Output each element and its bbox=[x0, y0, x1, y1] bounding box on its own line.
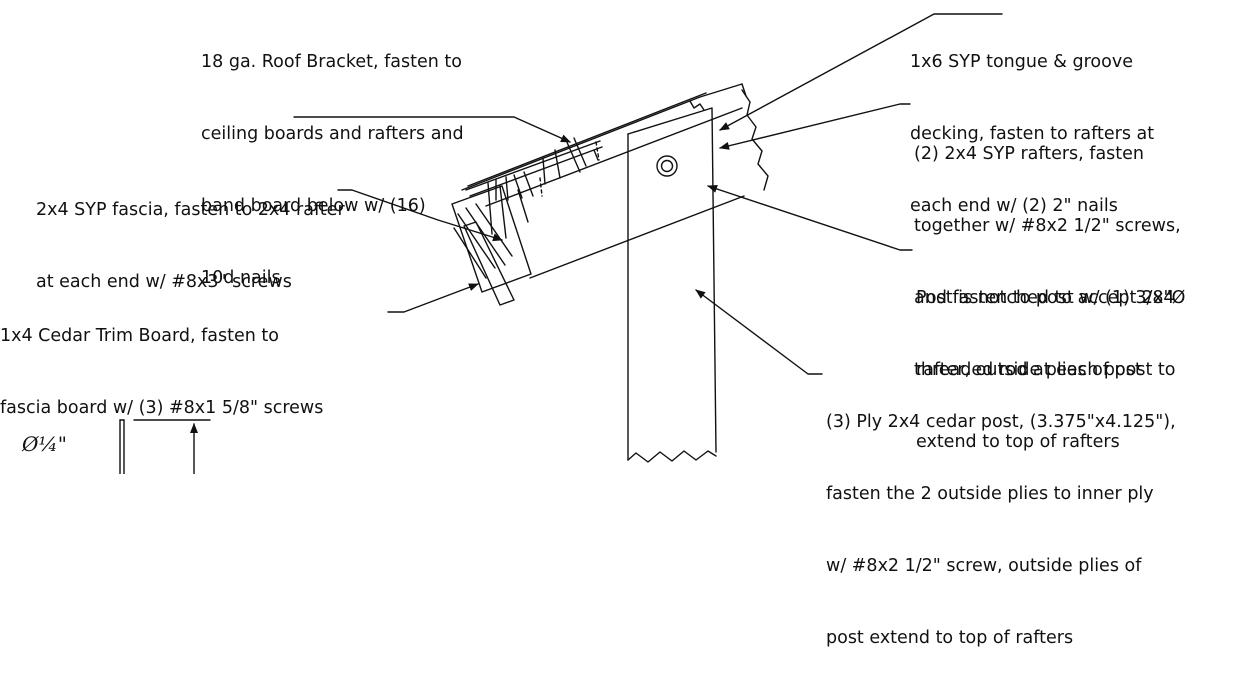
threaded-rod-bolt bbox=[656, 155, 678, 177]
note-line: at each end w/ #8x3" screws bbox=[36, 272, 292, 292]
note-line: threaded rod at each post bbox=[914, 360, 1142, 380]
leader-fascia bbox=[337, 189, 503, 242]
note-line: 10d nails bbox=[201, 268, 281, 288]
note-line: band board below w/ (16) bbox=[201, 196, 426, 216]
fascia-board bbox=[451, 185, 532, 293]
note-line: together w/ #8x2 1/2" screws, bbox=[914, 216, 1181, 236]
roof-post-detail-linework bbox=[119, 13, 1003, 474]
leader-decking bbox=[719, 13, 1003, 131]
rafters-note: (2) 2x4 SYP rafters, fasten together w/ … bbox=[914, 94, 1185, 430]
note-line: 18 ga. Roof Bracket, fasten to bbox=[201, 52, 462, 72]
leader-post-notch bbox=[707, 185, 913, 251]
note-line: (3) Ply 2x4 cedar post, (3.375"x4.125"), bbox=[826, 412, 1176, 432]
post-notch-note: Post is notched to accept 2x4 rafter, ou… bbox=[916, 238, 1175, 502]
note-line: 2x4 SYP fascia, fasten to 2x4 rafter bbox=[36, 200, 345, 220]
note-line: decking, fasten to rafters at bbox=[910, 124, 1155, 144]
note-line: (2) 2x4 SYP rafters, fasten bbox=[914, 144, 1145, 164]
leader-trim-board bbox=[387, 283, 479, 313]
pilot-hole-detail bbox=[119, 419, 211, 474]
leader-cedar-post bbox=[695, 289, 823, 375]
cedar-post bbox=[627, 107, 717, 463]
note-line: w/ #8x2 1/2" screw, outside plies of bbox=[826, 556, 1142, 576]
note-line: rafter, outside plies of post to bbox=[916, 360, 1176, 380]
leader-roof-bracket bbox=[293, 116, 571, 143]
leader-rafters bbox=[719, 103, 911, 150]
roof-bracket bbox=[465, 137, 603, 239]
diameter-dimension-label: Ø¼" bbox=[22, 432, 67, 456]
trim-board-note: 1x4 Cedar Trim Board, fasten to fascia b… bbox=[0, 276, 323, 468]
note-line: 1x4 Cedar Trim Board, fasten to bbox=[0, 326, 279, 346]
rafter-pair bbox=[485, 89, 769, 279]
decking-board bbox=[461, 83, 747, 191]
note-line: ceiling boards and rafters and bbox=[201, 124, 464, 144]
note-line: fasten the 2 outside plies to inner ply bbox=[826, 484, 1154, 504]
note-line: post extend to top of rafters bbox=[826, 628, 1074, 648]
callout-leaders bbox=[293, 13, 1003, 375]
roof-bracket-note: 18 ga. Roof Bracket, fasten to ceiling b… bbox=[201, 2, 464, 338]
note-line: and fasten to post w/ (1) 3/8"Ø bbox=[914, 288, 1186, 308]
note-line: fascia board w/ (3) #8x1 5/8" screws bbox=[0, 398, 324, 418]
note-line: 1x6 SYP tongue & groove bbox=[910, 52, 1133, 72]
note-line: each end w/ (2) 2" nails bbox=[910, 196, 1118, 216]
cedar-post-note: (3) Ply 2x4 cedar post, (3.375"x4.125"),… bbox=[826, 362, 1176, 698]
decking-note: 1x6 SYP tongue & groove decking, fasten … bbox=[910, 2, 1154, 266]
trim-board bbox=[463, 221, 515, 306]
note-line: extend to top of rafters bbox=[916, 432, 1120, 452]
fascia-note: 2x4 SYP fascia, fasten to 2x4 rafter at … bbox=[36, 150, 345, 342]
note-line: Post is notched to accept 2x4 bbox=[916, 288, 1175, 308]
detail-drawing: 18 ga. Roof Bracket, fasten to ceiling b… bbox=[0, 2, 1185, 648]
